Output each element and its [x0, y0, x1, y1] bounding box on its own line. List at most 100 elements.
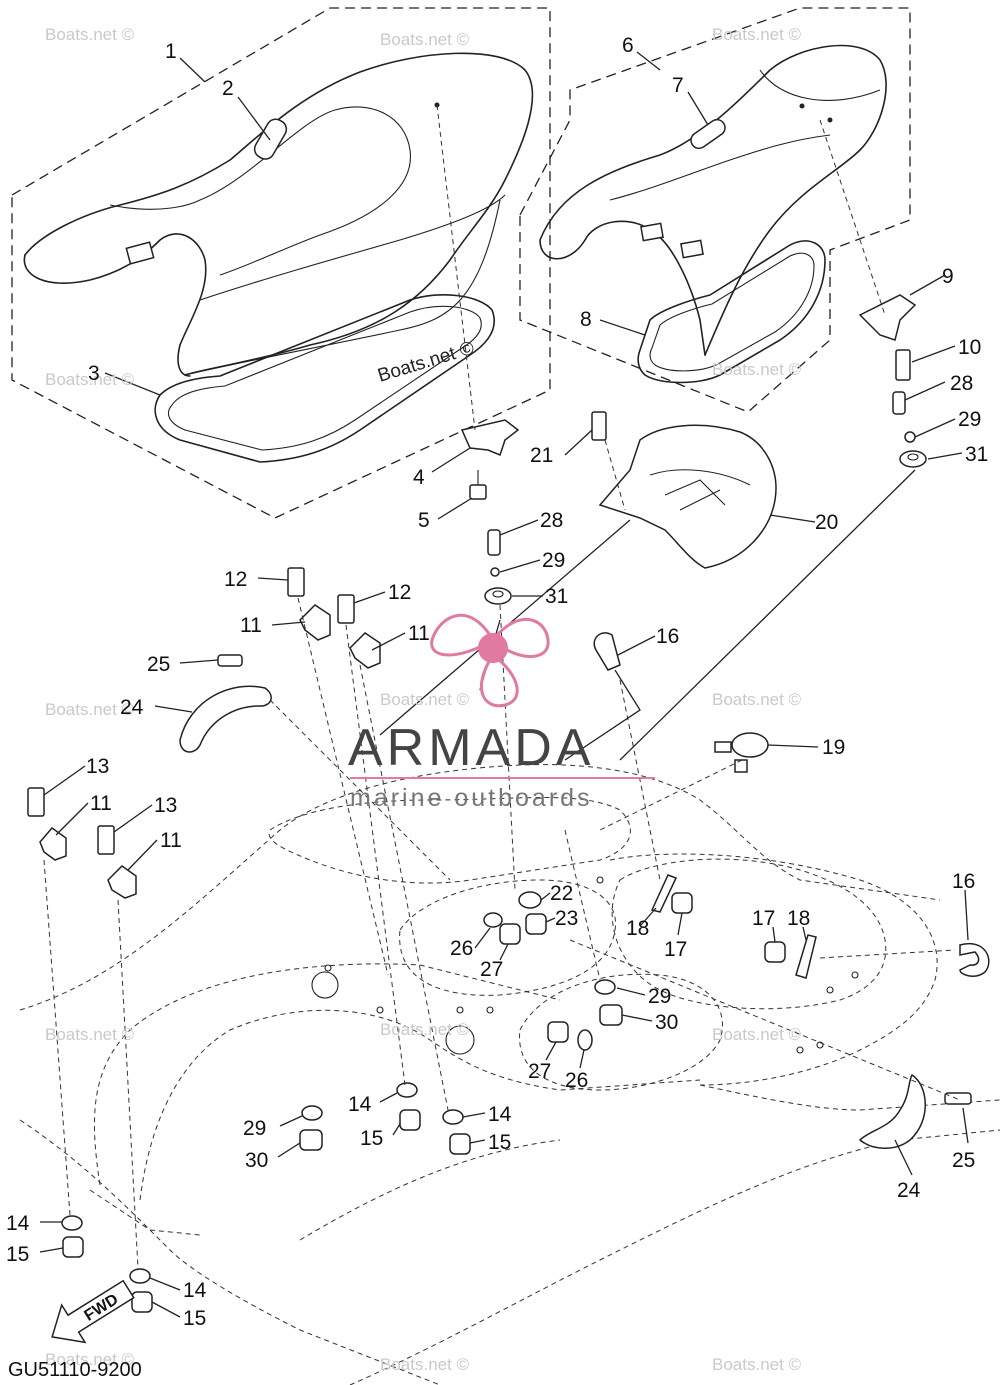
callout-14: 14 — [183, 1279, 207, 1302]
callout-30: 30 — [655, 1011, 678, 1034]
bolt-12-a — [287, 567, 305, 597]
callout-4: 4 — [413, 466, 425, 489]
callout-14: 14 — [348, 1093, 372, 1116]
callout-16: 16 — [656, 625, 679, 648]
bolt-13-a — [27, 787, 45, 817]
callout-31: 31 — [965, 443, 988, 466]
callout-12: 12 — [224, 568, 247, 591]
screw-25 — [217, 654, 243, 667]
callout-13: 13 — [86, 755, 109, 778]
drain-plug-19 — [731, 732, 769, 758]
bolt-10 — [895, 349, 911, 381]
callout-5: 5 — [418, 509, 430, 532]
nut-27-b — [547, 1021, 569, 1043]
bracket-4 — [460, 419, 520, 457]
callout-26: 26 — [450, 937, 473, 960]
watermark: Boats.net © — [712, 360, 802, 379]
washer-14-b — [442, 1109, 464, 1125]
forward-arrow-icon: FWD — [51, 1279, 135, 1344]
callout-29: 29 — [958, 408, 981, 431]
seat-assembly-group-left — [11, 7, 551, 519]
watermark: Boats.net © — [712, 690, 802, 709]
nut-15-b — [449, 1133, 471, 1155]
callout-13: 13 — [154, 794, 177, 817]
watermark: Boats.net © — [712, 1025, 802, 1044]
callout-15: 15 — [6, 1243, 29, 1266]
callout-25: 25 — [147, 653, 170, 676]
nut-17-b — [764, 941, 786, 963]
watermark: Boats.net © — [380, 30, 470, 49]
nut-27-a — [499, 923, 521, 945]
u-bolt-16-right — [959, 942, 990, 977]
watermark: Boats.net © — [380, 1020, 470, 1039]
nut-23 — [525, 913, 547, 935]
watermark-dark: Boats.net © — [375, 338, 476, 387]
handle-24-right — [858, 1073, 926, 1149]
callout-numbers: 1 2 3 6 7 8 9 10 28 29 31 4 5 28 29 31 2… — [6, 34, 988, 1330]
rear-seat — [539, 44, 887, 356]
washer-26-a — [483, 912, 503, 928]
watermark: Boats.net © — [45, 1025, 135, 1044]
u-bolt-16 — [593, 632, 621, 671]
watermark: Boats.net © — [380, 1355, 470, 1374]
watermark: Boats.net © — [45, 700, 135, 719]
hull-outline — [19, 764, 1000, 1385]
callout-15: 15 — [183, 1307, 206, 1330]
washer-14-a — [396, 1082, 418, 1098]
callout-16: 16 — [952, 870, 975, 893]
grommet-31-right — [899, 450, 927, 468]
callout-21: 21 — [530, 444, 553, 467]
callout-11: 11 — [408, 622, 430, 645]
washer-14-c — [61, 1215, 83, 1231]
brand-name: ARMADA — [348, 719, 594, 777]
callout-29: 29 — [648, 985, 671, 1008]
front-seat — [23, 52, 534, 377]
washer-26-b — [577, 1029, 593, 1051]
callout-17: 17 — [752, 907, 775, 930]
propeller-icon — [430, 613, 550, 708]
nut-15-a — [399, 1109, 421, 1131]
bolt-13-b — [97, 825, 115, 855]
washer-29-left — [301, 1105, 323, 1121]
handle-24 — [179, 685, 272, 753]
callout-24: 24 — [897, 1179, 921, 1202]
bracket-9 — [858, 294, 917, 341]
callout-30: 30 — [245, 1149, 268, 1172]
washer-22 — [518, 891, 542, 909]
storage-tray-20 — [598, 424, 777, 569]
stud-28 — [487, 529, 501, 556]
seat-assembly-group-right — [519, 7, 911, 413]
callout-28: 28 — [950, 372, 973, 395]
callout-18: 18 — [787, 907, 810, 930]
front-seat-base — [154, 294, 495, 463]
watermark: Boats.net © — [380, 690, 470, 709]
nut-15-c — [62, 1236, 84, 1258]
callout-31: 31 — [545, 585, 568, 608]
callout-8: 8 — [580, 308, 592, 331]
diagram-code: GU51110-9200 — [8, 1359, 142, 1381]
callout-leaders — [39, 51, 969, 1318]
rear-seat-base — [637, 240, 826, 384]
callout-14: 14 — [488, 1103, 512, 1126]
callout-2: 2 — [222, 77, 234, 100]
watermark: Boats.net © — [712, 1355, 802, 1374]
watermark: Boats.net © — [712, 25, 802, 44]
washer-29-mid — [594, 979, 616, 995]
hardware-parts — [27, 294, 990, 1313]
callout-6: 6 — [622, 34, 634, 57]
callout-15: 15 — [488, 1131, 511, 1154]
washer-14-d — [129, 1268, 151, 1284]
screw-25-right — [944, 1092, 972, 1105]
armada-logo: ARMADA marine outboards — [348, 613, 655, 812]
watermark: Boats.net © — [45, 1350, 135, 1369]
callout-23: 23 — [555, 907, 578, 930]
callout-27: 27 — [528, 1060, 551, 1083]
nut-30-mid — [599, 1004, 623, 1026]
callout-22: 22 — [550, 882, 573, 905]
clip-11-d — [107, 865, 137, 899]
bolt-12-b — [337, 594, 355, 624]
callout-11: 11 — [90, 792, 112, 815]
callout-3: 3 — [88, 362, 100, 385]
callout-11: 11 — [240, 614, 262, 637]
